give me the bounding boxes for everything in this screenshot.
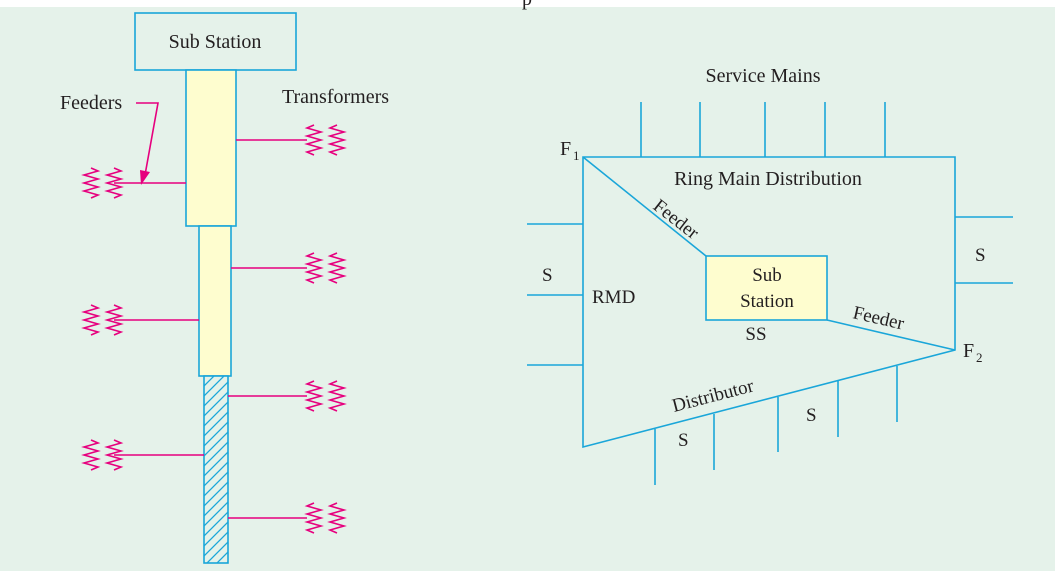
- ring-main-system: Sub Station Service Mains Ring Main Dist…: [527, 65, 1013, 485]
- feeder-section-3-hatched: [203, 375, 229, 564]
- feeders-arrowhead: [140, 170, 150, 185]
- service-mains-left: [527, 223, 583, 366]
- radial-substation-label: Sub Station: [169, 31, 262, 53]
- feeder-section-2: [198, 225, 232, 377]
- s-label-right: S: [975, 245, 986, 266]
- svg-text:F: F: [560, 138, 571, 160]
- feeder-section-1: [185, 69, 237, 227]
- radial-system: Sub Station Feeders Transformers: [60, 12, 389, 564]
- transformers-label: Transformers: [282, 86, 389, 108]
- svg-text:F: F: [963, 340, 974, 362]
- f2-label: F 2: [963, 340, 983, 365]
- ss-label: SS: [745, 324, 766, 345]
- s-label-left: S: [542, 265, 553, 286]
- service-mains-bottom: [654, 366, 898, 485]
- svg-text:2: 2: [976, 350, 983, 365]
- ring-substation-box: [705, 255, 828, 321]
- s-label-bottom-right: S: [806, 405, 817, 426]
- s-label-bottom-left: S: [678, 430, 689, 451]
- ring-substation-line2: Station: [740, 291, 794, 312]
- cropped-top-text: p: [522, 0, 532, 10]
- service-mains-right: [955, 216, 1013, 284]
- ring-substation-line1: Sub: [752, 265, 782, 286]
- rmd-label: RMD: [592, 287, 635, 308]
- service-mains-label: Service Mains: [706, 65, 821, 87]
- svg-text:1: 1: [573, 148, 580, 163]
- feeders-label: Feeders: [60, 92, 122, 114]
- feeder-line-f1: [582, 156, 707, 257]
- feeders-pointer: [136, 102, 159, 176]
- f1-label: F 1: [560, 138, 580, 163]
- service-mains-top: [640, 102, 886, 157]
- feeder-line-f2: [826, 319, 956, 351]
- ring-main-distribution-label: Ring Main Distribution: [674, 168, 862, 190]
